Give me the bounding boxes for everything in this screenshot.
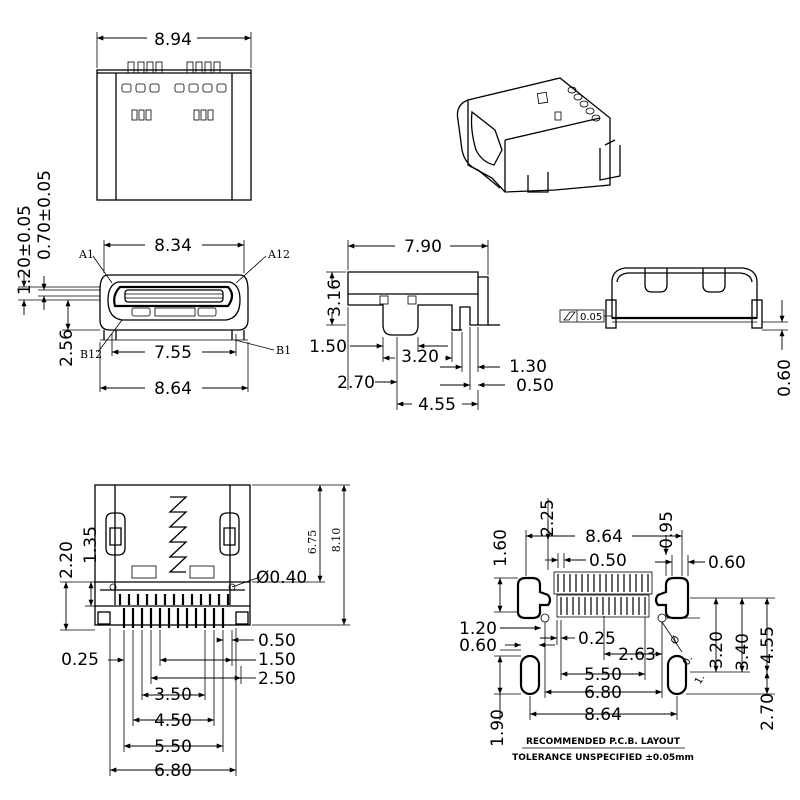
pcb-d025-dim: 0.25	[578, 629, 616, 649]
flatness-value: 0.05	[580, 312, 602, 323]
side-length-dim: 7.90	[404, 237, 442, 257]
pin-label-a12: A12	[267, 248, 290, 261]
pcb-d120-dim: 1.20	[459, 619, 497, 639]
front-inner-width-dim: 7.55	[154, 343, 192, 363]
top-width-dim: 8.94	[154, 30, 192, 50]
side-d4-dim: 2.70	[337, 373, 375, 393]
pin-label-b12: B12	[80, 348, 102, 361]
back-standoff-dim: 0.60	[775, 359, 795, 397]
bottom-d025-dim: 0.25	[61, 650, 99, 670]
pcb-hole-left	[540, 613, 550, 623]
side-body	[347, 271, 489, 336]
top-window-row	[121, 83, 227, 93]
pcb-d225-dim: 2.25	[538, 499, 558, 537]
bottom-d675-dim: 6.75	[306, 530, 319, 555]
pcb-d060-top-dim: 0.60	[708, 553, 746, 573]
pcb-slot-top-right	[654, 576, 690, 620]
pin-label-a1: A1	[78, 248, 94, 261]
bottom-d550-dim: 5.50	[154, 737, 192, 757]
bottom-hole-right	[228, 583, 236, 591]
bottom-d150-dim: 1.50	[258, 650, 296, 670]
pcb-d270-dim: 2.70	[758, 693, 778, 731]
pcb-hole-dia-callout: Ø	[668, 634, 682, 647]
isometric-view	[456, 77, 621, 193]
bottom-hole-left	[109, 583, 117, 591]
iso-pins	[567, 86, 601, 122]
pcb-slot-w-callout: 0.	[681, 654, 695, 668]
pcb-d864-top-dim: 8.64	[585, 527, 623, 547]
pcb-pad-row-bottom	[560, 597, 646, 615]
side-d2-dim: 3.20	[401, 347, 439, 367]
pcb-d095-dim: 0.95	[657, 511, 677, 549]
pcb-d340-dim: 3.40	[733, 633, 753, 671]
front-top-width-dim: 8.34	[154, 236, 192, 256]
pcb-pad-row-top	[557, 574, 649, 592]
bottom-d220-dim: 2.20	[57, 541, 77, 579]
side-d3-dim: 1.30	[509, 357, 547, 377]
pcb-d455-dim: 4.55	[758, 626, 778, 664]
pcb-caption: RECOMMENDED P.C.B. LAYOUT	[526, 737, 681, 747]
pcb-slot-l-callout: 1.	[693, 673, 707, 687]
pcb-layout-view: 2.25 8.64 0.95 0.50 0.60 1.60 1.20 0.25	[459, 498, 778, 763]
bottom-d350-dim: 3.50	[154, 685, 192, 705]
front-height-a-dim: 1.20±0.05	[15, 205, 35, 295]
side-d1-dim: 1.50	[309, 337, 347, 357]
bottom-d250-dim: 2.50	[258, 669, 296, 689]
bottom-hole-dim: Ø0.40	[256, 568, 307, 588]
side-height-dim: 3.16	[325, 279, 345, 317]
bottom-d450-dim: 4.50	[154, 711, 192, 731]
pin-label-b1: B1	[276, 344, 291, 357]
pcb-d160-dim: 1.60	[491, 529, 511, 567]
bottom-d135-dim: 1.35	[81, 526, 101, 564]
pcb-d864-bottom-dim: 8.64	[584, 705, 622, 725]
side-view: 7.90 3.16 1.50 3.20 1.30 2.70 0.50	[309, 237, 554, 415]
pcb-slot-bottom-left	[519, 654, 541, 696]
bottom-pitch-dim: 0.50	[258, 631, 296, 651]
pcb-hole-right	[657, 613, 667, 623]
top-view: 8.94	[96, 30, 252, 201]
top-contact-tabs	[127, 61, 221, 74]
bottom-d680-dim: 6.80	[154, 761, 192, 781]
bottom-view: 2.20 1.35 6.75 8.10 Ø0.40 0.50 0.25 1.50…	[57, 484, 350, 781]
side-d6-dim: 4.55	[418, 395, 456, 415]
pcb-d680-dim: 6.80	[584, 683, 622, 703]
pcb-d060-left-dim: 0.60	[459, 636, 497, 656]
bottom-pin-row-upper	[118, 594, 230, 605]
pcb-slot-top-left	[516, 576, 552, 620]
back-view: 0.05 0.60	[559, 267, 795, 397]
top-view-body	[96, 69, 252, 201]
pcb-d190-dim: 1.90	[488, 709, 508, 747]
pcb-d320-dim: 3.20	[707, 631, 727, 669]
pcb-d050-dim: 0.50	[589, 551, 627, 571]
bottom-d810-dim: 8.10	[330, 528, 343, 553]
pcb-tolerance: TOLERANCE UNSPECIFIED ±0.05mm	[512, 753, 694, 763]
pcb-slot-bottom-right	[666, 654, 688, 696]
front-height-c-dim: 2.56	[57, 329, 77, 367]
front-bottom-width-dim: 8.64	[154, 379, 192, 399]
pcb-d263-dim: 2.63	[618, 645, 656, 665]
front-shell	[99, 274, 249, 331]
bottom-view-body	[94, 484, 251, 626]
pcb-d550-dim: 5.50	[584, 665, 622, 685]
front-view: 8.34 A1 A12 B12 B1 7.55 8.64 1.20±0.0	[15, 170, 291, 399]
front-height-b-dim: 0.70±0.05	[35, 170, 55, 260]
side-d5-dim: 0.50	[516, 376, 554, 396]
top-slot-pairs	[131, 109, 214, 121]
bottom-pin-row-lower	[122, 608, 225, 628]
